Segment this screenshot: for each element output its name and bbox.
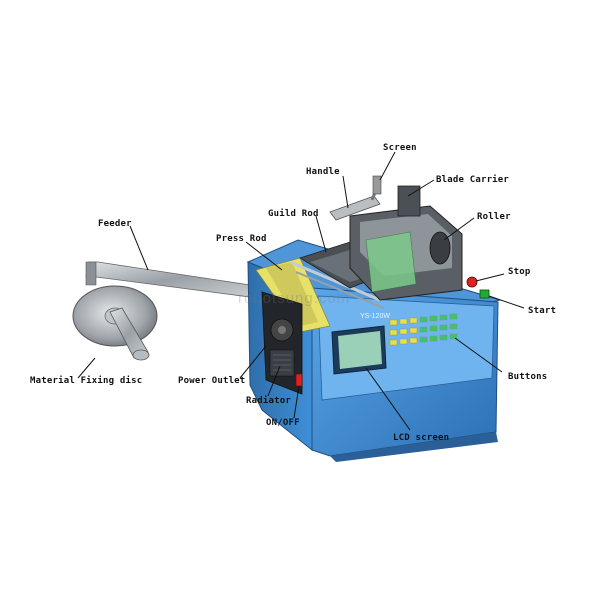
label-on-off: ON/OFF bbox=[266, 418, 300, 428]
label-lcd-screen: LCD screen bbox=[393, 433, 450, 443]
start-button[interactable] bbox=[479, 289, 490, 299]
lcd-screen bbox=[331, 325, 387, 375]
label-radiator: Radiator bbox=[246, 396, 291, 406]
leader-lines bbox=[77, 151, 525, 431]
label-press-rod: Press Rod bbox=[216, 234, 267, 244]
label-stop: Stop bbox=[508, 267, 531, 277]
watermark: robotsung.com bbox=[238, 290, 351, 307]
label-roller: Roller bbox=[477, 212, 511, 222]
blade-carrier bbox=[349, 185, 463, 301]
label-screen: Screen bbox=[383, 143, 417, 153]
on-off-switch[interactable] bbox=[295, 373, 303, 387]
label-material-fixing-disc: Material Fixing disc bbox=[30, 376, 143, 386]
label-handle: Handle bbox=[306, 167, 340, 177]
label-start: Start bbox=[528, 306, 557, 316]
keypad-buttons[interactable] bbox=[389, 313, 458, 346]
stop-button[interactable] bbox=[466, 276, 478, 288]
screen-sensor bbox=[372, 175, 382, 195]
model-text: YS-120W bbox=[360, 313, 390, 320]
label-buttons: Buttons bbox=[508, 372, 548, 382]
material-fixing-disc bbox=[72, 285, 158, 361]
label-blade-carrier: Blade Carrier bbox=[436, 175, 510, 185]
radiator bbox=[269, 349, 295, 377]
label-feeder: Feeder bbox=[98, 219, 132, 229]
label-guild-rod: Guild Rod bbox=[268, 209, 319, 219]
feeder-arm bbox=[85, 261, 251, 298]
label-power-outlet: Power Outlet bbox=[178, 376, 246, 386]
